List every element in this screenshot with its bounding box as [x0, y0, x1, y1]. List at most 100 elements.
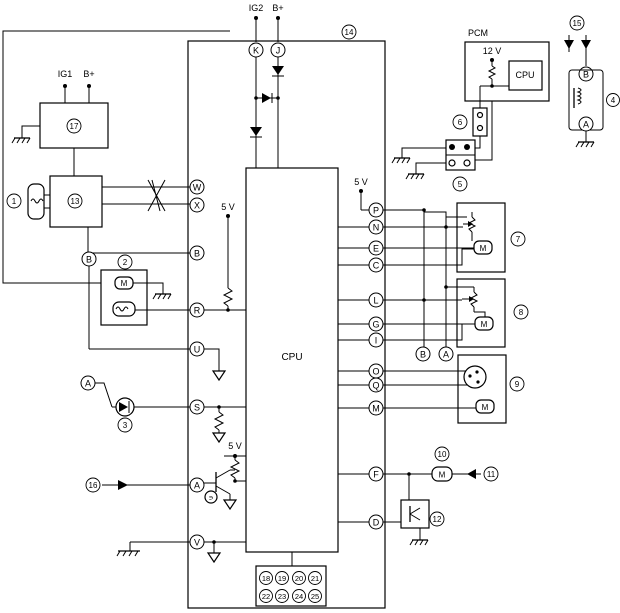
svg-text:K: K	[253, 46, 259, 56]
ref-6: 6	[452, 114, 468, 130]
pcm-cpu-block	[508, 60, 543, 91]
svg-text:7: 7	[516, 235, 521, 244]
twisted-pair	[147, 179, 166, 212]
cpu-label: CPU	[281, 352, 302, 363]
svg-text:B: B	[86, 255, 92, 265]
svg-text:12: 12	[433, 515, 442, 524]
ref-12: 12	[429, 511, 445, 527]
ref-16: 16	[85, 477, 101, 493]
svg-text:B: B	[194, 249, 200, 259]
svg-text:A: A	[583, 120, 589, 130]
svg-text:2: 2	[123, 258, 128, 267]
crossref-a-left: A	[80, 375, 96, 391]
svg-text:A: A	[194, 481, 200, 491]
solenoid-pin-b: B	[578, 66, 594, 82]
svg-text:U: U	[194, 345, 201, 355]
crossref-a-right: A	[438, 346, 454, 362]
svg-text:16: 16	[89, 481, 98, 490]
ground-u	[211, 370, 227, 382]
pin-s: S	[189, 399, 205, 415]
svg-text:1: 1	[12, 197, 17, 206]
svg-text:M: M	[480, 244, 487, 253]
cpu-block	[245, 167, 339, 553]
motor-9	[475, 399, 495, 414]
loop-wire	[2, 30, 230, 284]
svg-text:V: V	[194, 538, 200, 548]
relay-12	[400, 499, 430, 529]
pin-p: P	[368, 202, 384, 218]
svg-text:24: 24	[295, 592, 303, 601]
svg-text:14: 14	[345, 28, 354, 37]
ref-8: 8	[513, 304, 529, 320]
svg-text:A: A	[85, 379, 91, 389]
svg-text:O: O	[372, 367, 379, 377]
ground-s	[211, 432, 227, 444]
solenoid-pin-a: A	[578, 116, 594, 132]
input-arrow-11	[467, 469, 476, 479]
svg-text:B: B	[420, 350, 426, 360]
v12-label: 12 V	[483, 46, 502, 56]
pcm-label: PCM	[468, 28, 488, 38]
diode-kj	[262, 93, 271, 103]
svg-text:B: B	[583, 70, 589, 80]
pullup-resistor-a	[229, 459, 241, 479]
svg-text:4: 4	[611, 96, 616, 105]
svg-text:10: 10	[438, 450, 447, 459]
pin-q: Q	[368, 377, 384, 393]
ref-4: 4	[606, 93, 620, 107]
potentiometer-8	[469, 291, 479, 308]
pullup-resistor-r	[222, 287, 234, 307]
svg-text:5: 5	[458, 180, 463, 189]
pin-v: V	[189, 534, 205, 550]
svg-text:A: A	[443, 350, 449, 360]
pin-w: W	[189, 179, 205, 195]
svg-text:M: M	[482, 403, 489, 412]
diode-k	[250, 127, 262, 136]
svg-text:M: M	[439, 471, 446, 480]
ref-20: 20	[292, 571, 306, 585]
pcm-pullup-resistor	[487, 65, 497, 80]
svg-text:J: J	[276, 46, 281, 56]
ref-10: 10	[434, 446, 450, 462]
ref-22: 22	[259, 589, 273, 603]
input-arrow-16	[118, 480, 128, 490]
ref-14: 14	[341, 24, 357, 40]
transistor-base-node	[204, 490, 218, 504]
svg-text:3: 3	[123, 421, 128, 430]
v5-right-label: 5 V	[354, 177, 368, 187]
svg-text:S: S	[194, 403, 200, 413]
pin-x: X	[189, 197, 205, 213]
ref-21: 21	[308, 571, 322, 585]
svg-text:9: 9	[515, 380, 520, 389]
svg-text:N: N	[373, 223, 380, 233]
ref-7: 7	[510, 231, 526, 247]
input-arrow-15b	[581, 40, 591, 49]
crossref-b-right: B	[415, 346, 431, 362]
pin-c: C	[368, 257, 384, 273]
ref-13: 13	[67, 193, 83, 209]
svg-text:E: E	[373, 244, 379, 254]
svg-text:23: 23	[278, 592, 286, 601]
actuator-8	[456, 278, 506, 348]
ref-19: 19	[275, 571, 289, 585]
pin-g: G	[368, 316, 384, 332]
ref-25: 25	[308, 589, 322, 603]
pin-d: D	[368, 514, 384, 530]
svg-text:15: 15	[573, 19, 582, 28]
bplus-left-label: B+	[83, 69, 94, 79]
position-sensor-9	[463, 365, 487, 389]
svg-text:G: G	[372, 320, 379, 330]
ig1-label: IG1	[58, 69, 73, 79]
svg-text:20: 20	[295, 574, 303, 583]
pin-f: F	[368, 466, 384, 482]
svg-text:I: I	[375, 336, 378, 346]
pin-i: I	[368, 332, 384, 348]
ref-18: 18	[259, 571, 273, 585]
pin-m: M	[368, 400, 384, 416]
ref-1: 1	[6, 193, 22, 209]
pin-b: B	[189, 245, 205, 261]
ref-2: 2	[117, 254, 133, 270]
actuator-7	[456, 202, 506, 273]
bplus-top-label: B+	[272, 3, 283, 13]
